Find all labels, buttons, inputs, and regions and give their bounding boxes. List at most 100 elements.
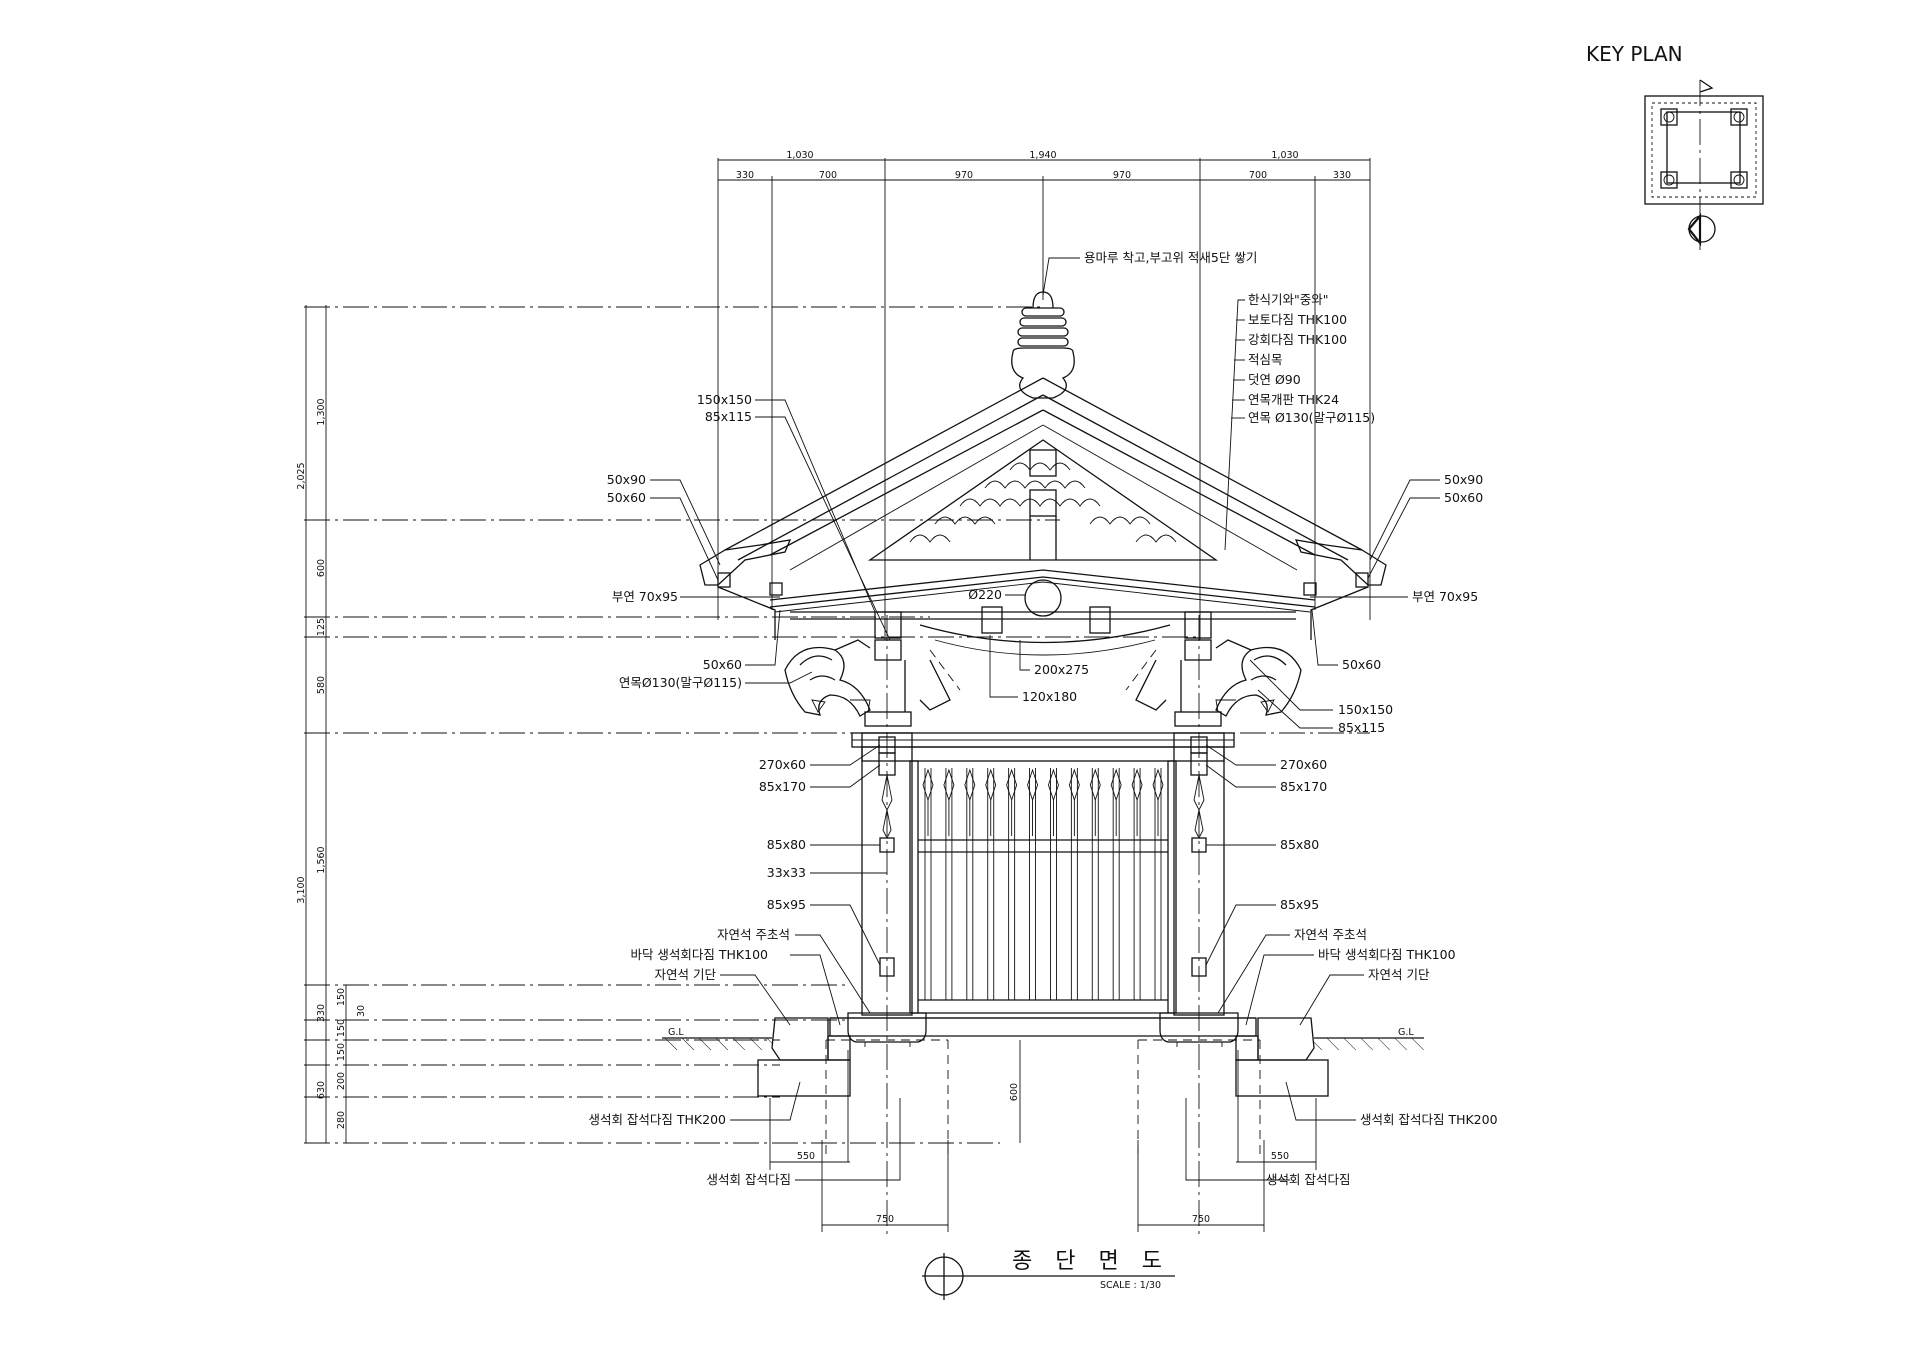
label-left-b2: 50x60 — [607, 490, 646, 505]
label-left-f2: 33x33 — [767, 865, 806, 880]
dim-pit-depth: 600 — [1009, 1083, 1020, 1101]
baluster-finial — [1047, 768, 1059, 802]
dim-top-right: 1,030 — [1271, 150, 1298, 161]
baluster-finial — [1006, 768, 1018, 802]
dim-base-small: 30 — [356, 1005, 367, 1017]
label-roof-layer-6: 연목개판 THK24 — [1248, 392, 1339, 407]
label-ridge: 용마루 착고,부고위 적새5단 쌓기 — [1084, 250, 1257, 265]
carved-bracket-left — [784, 639, 871, 717]
dim-left-fine-1: 150 — [336, 988, 347, 1006]
dim-detail-5: 700 — [1249, 170, 1267, 181]
label-roof-layer-3: 강회다짐 THK100 — [1248, 332, 1347, 347]
baluster-finial — [985, 768, 997, 802]
label-left-gravel-2: 생석회 잡석다짐 — [707, 1172, 791, 1187]
baluster-finial — [1110, 768, 1122, 802]
dim-left-fine-3: 150 — [336, 1043, 347, 1061]
label-left-e2: 85x170 — [759, 779, 806, 794]
label-mid-1: 200x275 — [1034, 662, 1089, 677]
left-dimensions: 2,025 3,100 1,300 600 125 580 1,560 330 … — [296, 305, 1370, 1144]
label-left-base-1: 자연석 주초석 — [717, 927, 790, 942]
dim-detail-6: 330 — [1333, 170, 1351, 181]
baluster-finial — [1068, 768, 1080, 802]
dim-left-fine-5: 280 — [336, 1111, 347, 1129]
structure — [829, 615, 1257, 1235]
foundation: G.L G.L 550 550 750 750 600 — [662, 1017, 1424, 1232]
label-right-e2: 85x170 — [1280, 779, 1327, 794]
dim-top-center: 1,940 — [1029, 150, 1056, 161]
labels: 용마루 착고,부고위 적새5단 쌓기 한식기와"중와" 보토다짐 THK100 … — [588, 250, 1497, 1187]
label-right-f1: 85x80 — [1280, 837, 1319, 852]
label-buyeon-right: 부연 70x95 — [1412, 589, 1478, 604]
label-buyeon-left: 부연 70x95 — [612, 589, 678, 604]
dim-left-minor-3: 125 — [316, 618, 327, 636]
label-right-d1: 150x150 — [1338, 702, 1393, 717]
dim-left-minor-7: 630 — [316, 1081, 327, 1099]
label-left-c2: 연목Ø130(말구Ø115) — [619, 675, 742, 690]
label-left-gravel-1: 생석회 잡석다짐 THK200 — [588, 1112, 726, 1127]
title-block: 종 단 면 도 SCALE : 1/30 — [922, 1249, 1175, 1300]
roof — [699, 291, 1387, 727]
label-roof-layer-1: 한식기와"중와" — [1248, 292, 1329, 307]
dim-left-minor-1: 1,300 — [316, 398, 327, 425]
label-left-b1: 50x90 — [607, 472, 646, 487]
label-left-c1: 50x60 — [703, 657, 742, 672]
baluster-finial — [964, 768, 976, 802]
leader-lines — [650, 257, 1440, 1181]
label-right-f3: 85x95 — [1280, 897, 1319, 912]
label-right-d2: 85x115 — [1338, 720, 1385, 735]
key-plan-section-marker — [1688, 215, 1716, 243]
label-right-base-1: 자연석 주초석 — [1294, 927, 1367, 942]
dim-pit-left: 750 — [876, 1214, 894, 1225]
label-right-e1: 270x60 — [1280, 757, 1327, 772]
dim-left-fine-4: 200 — [336, 1072, 347, 1090]
label-left-f1: 85x80 — [767, 837, 806, 852]
dim-detail-4: 970 — [1113, 170, 1131, 181]
baluster-finial — [922, 768, 934, 802]
label-left-a1: 150x150 — [697, 392, 752, 407]
dim-detail-2: 700 — [819, 170, 837, 181]
carved-bracket-right — [1215, 639, 1302, 717]
dim-detail-3: 970 — [955, 170, 973, 181]
label-roof-layer-5: 덧연 Ø90 — [1248, 372, 1301, 387]
label-roof-layer-7: 연목 Ø130(말구Ø115) — [1248, 410, 1375, 425]
drawing-title: 종 단 면 도 — [1012, 1249, 1170, 1274]
dim-footing-left: 550 — [797, 1151, 815, 1162]
label-mid-2: 120x180 — [1022, 689, 1077, 704]
baluster-finial — [1152, 768, 1164, 802]
baluster-finial — [1089, 768, 1101, 802]
dim-left-minor-2: 600 — [316, 559, 327, 577]
label-left-base-2: 바닥 생석회다짐 THK100 — [630, 947, 768, 962]
gl-label-right: G.L — [1398, 1027, 1414, 1038]
label-right-c1: 50x60 — [1342, 657, 1381, 672]
baluster-finial — [1027, 768, 1039, 802]
gable-tiles — [909, 462, 1177, 543]
dim-pit-right: 750 — [1192, 1214, 1210, 1225]
dim-top-left: 1,030 — [786, 150, 813, 161]
label-right-base-3: 자연석 기단 — [1368, 967, 1430, 982]
dim-footing-right: 550 — [1271, 1151, 1289, 1162]
dim-left-minor-6: 330 — [316, 1004, 327, 1022]
dim-left-minor-5: 1,560 — [316, 846, 327, 873]
label-roof-layer-4: 적심목 — [1248, 352, 1283, 367]
drawing-scale: SCALE : 1/30 — [1100, 1280, 1161, 1291]
label-right-gravel-2: 생석회 잡석다짐 — [1266, 1172, 1350, 1187]
gl-label-left: G.L — [668, 1027, 684, 1038]
label-right-gravel-1: 생석회 잡석다짐 THK200 — [1360, 1112, 1498, 1127]
label-right-base-2: 바닥 생석회다짐 THK100 — [1318, 947, 1456, 962]
label-left-f3: 85x95 — [767, 897, 806, 912]
dim-left-major-2: 3,100 — [296, 876, 307, 903]
label-left-a2: 85x115 — [705, 409, 752, 424]
label-right-b1: 50x90 — [1444, 472, 1483, 487]
label-beam-diameter: Ø220 — [968, 587, 1002, 602]
label-left-e1: 270x60 — [759, 757, 806, 772]
fence-balusters — [922, 768, 1164, 1000]
label-left-base-3: 자연석 기단 — [655, 967, 717, 982]
baluster-finial — [943, 768, 955, 802]
dim-detail-1: 330 — [736, 170, 754, 181]
dim-left-fine-2: 150 — [336, 1019, 347, 1037]
dim-left-major-1: 2,025 — [296, 462, 307, 489]
dim-left-minor-4: 580 — [316, 676, 327, 694]
label-roof-layer-2: 보토다짐 THK100 — [1248, 312, 1347, 327]
